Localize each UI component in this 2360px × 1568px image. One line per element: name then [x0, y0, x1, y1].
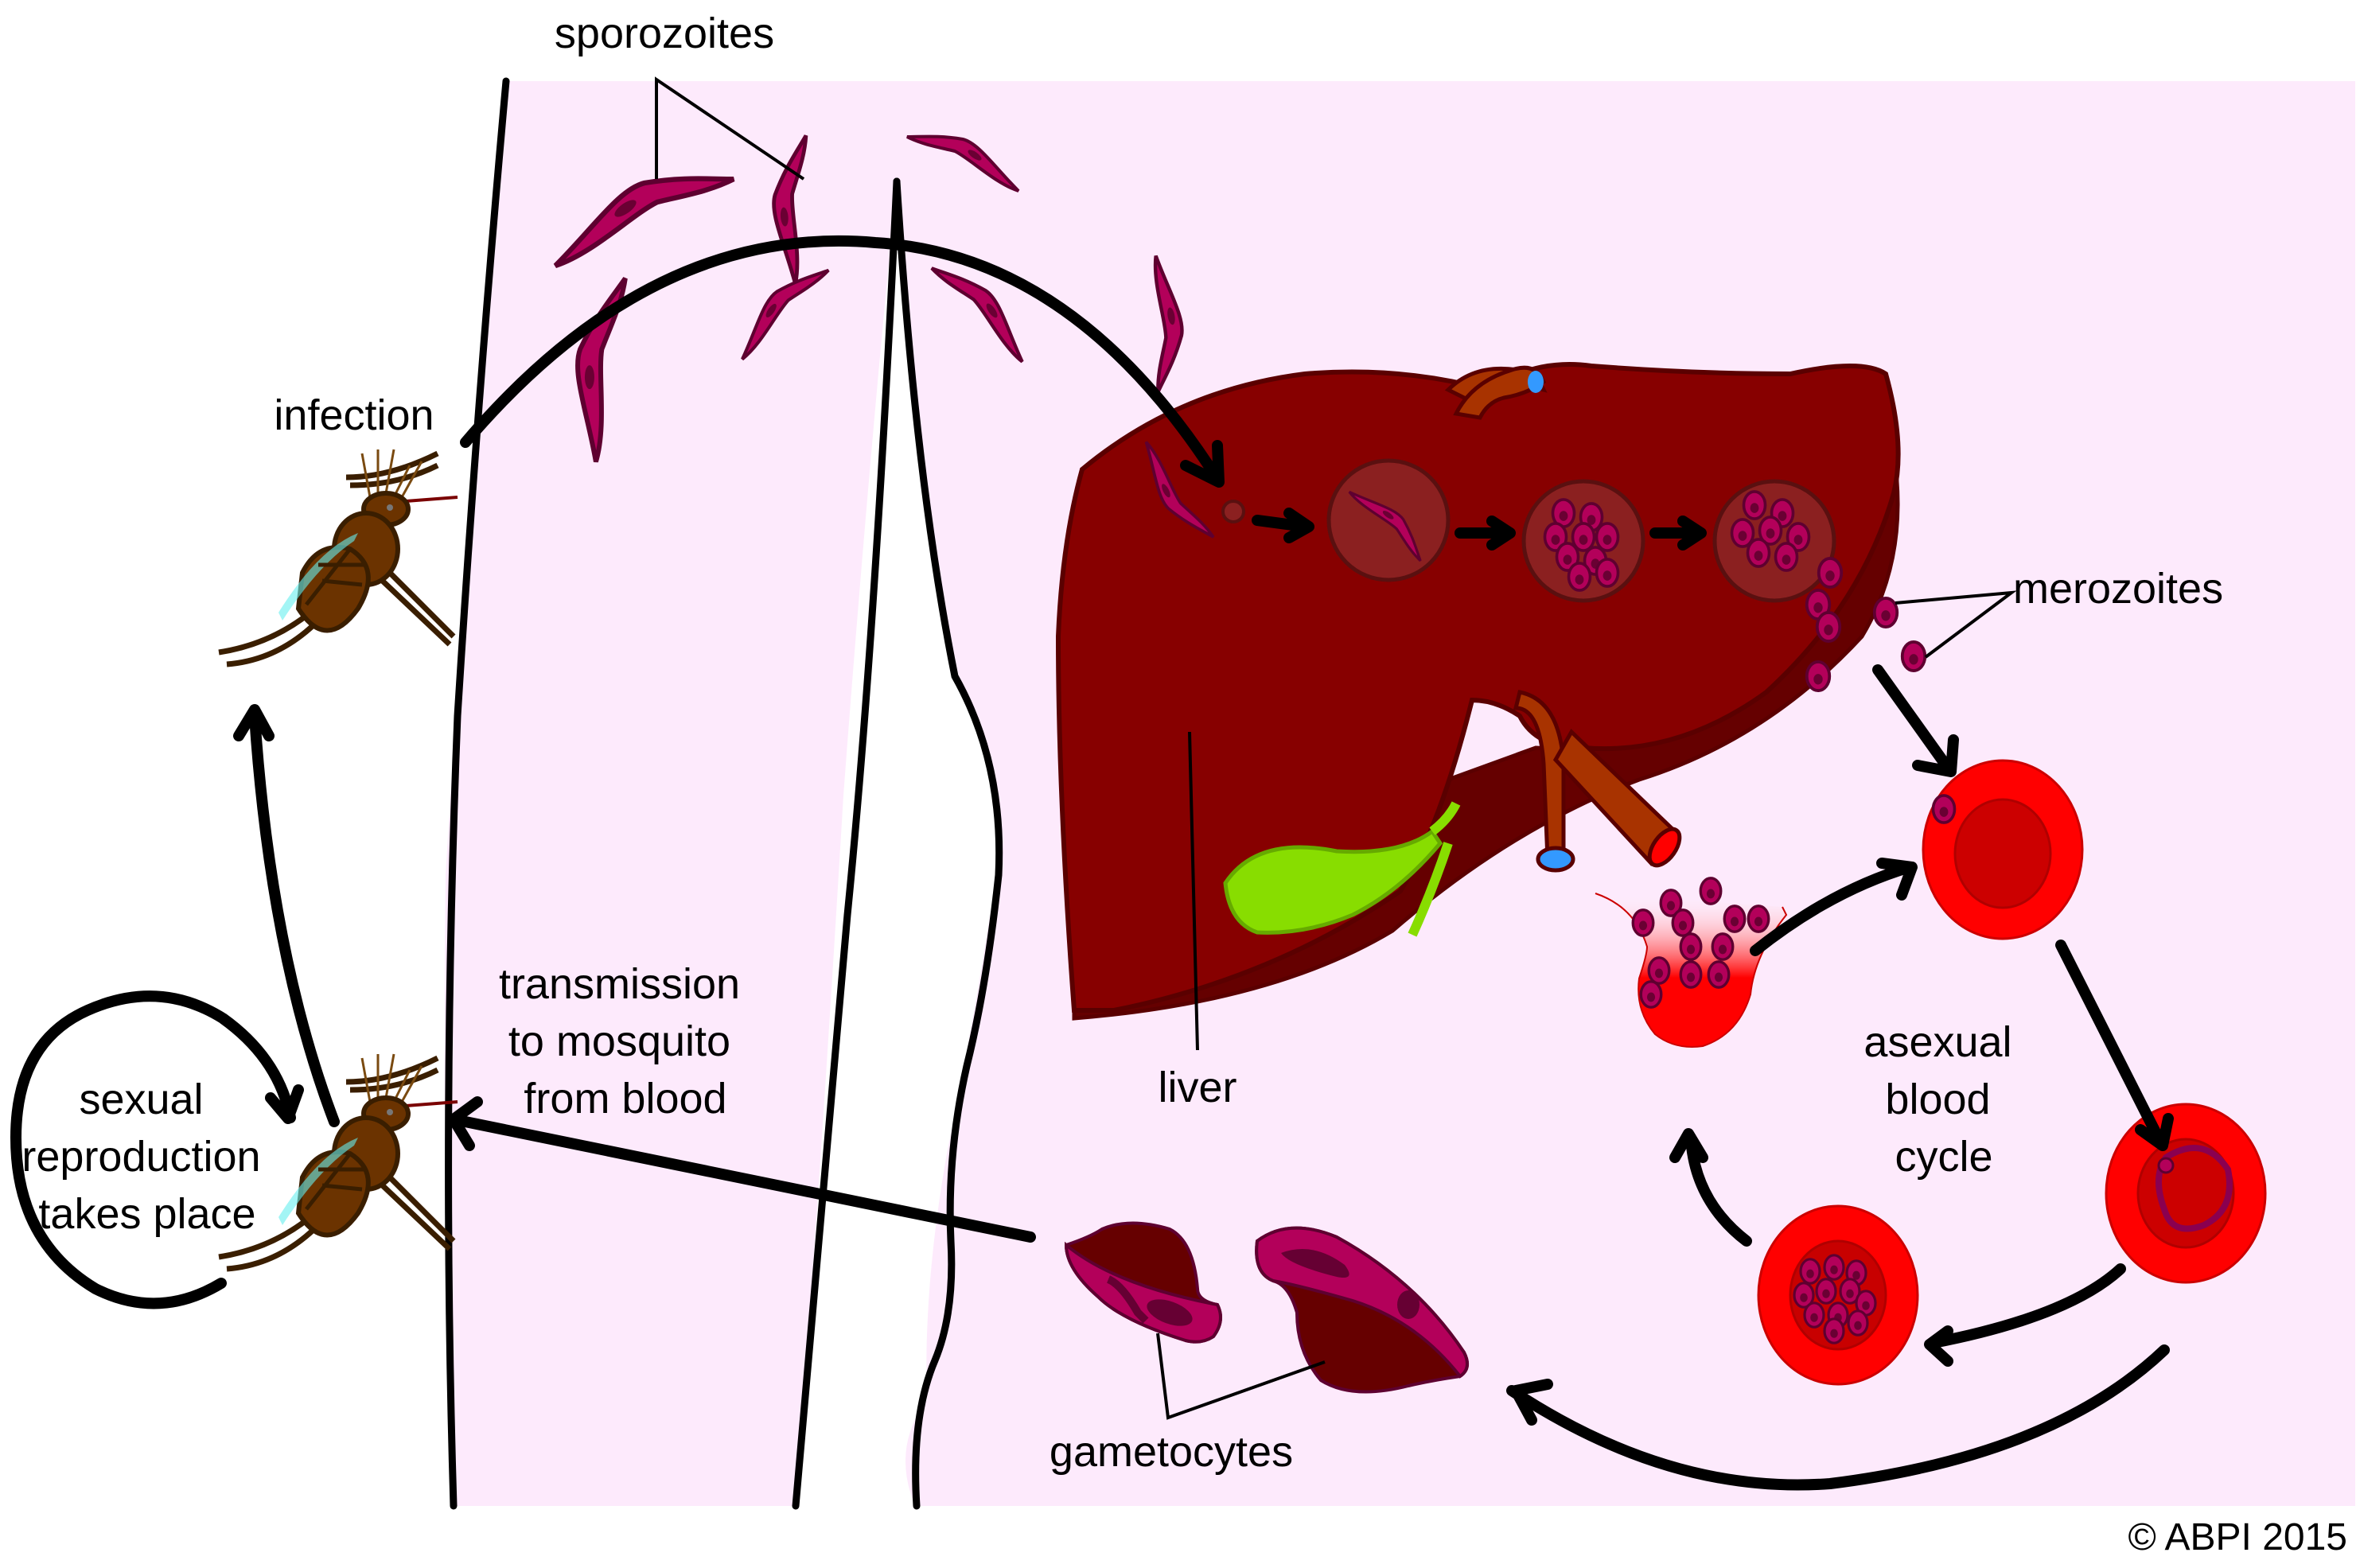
merozoite: [1823, 1317, 1845, 1344]
rbc-trophozoite: [2105, 1103, 2267, 1284]
sexual-line-2: reproduction: [21, 1133, 260, 1181]
rbc-schizont: [1757, 1204, 1919, 1386]
mosquito-transmission: [218, 1053, 458, 1272]
hepatocyte-entry: [1221, 500, 1245, 523]
sporozoites-label: sporozoites: [555, 10, 774, 57]
merozoite: [1747, 905, 1770, 933]
merozoite: [1823, 1254, 1845, 1281]
merozoite: [1900, 640, 1927, 672]
sexual-line-3: takes place: [38, 1190, 255, 1238]
mosquito-infection: [218, 449, 458, 667]
merozoite: [1631, 909, 1655, 937]
rbc-ring-invasion: [1922, 759, 2084, 940]
merozoite: [1679, 932, 1703, 961]
merozoite: [1742, 490, 1767, 520]
merozoite: [1711, 932, 1735, 961]
infection-arrow: [460, 235, 1225, 488]
merozoite: [1815, 611, 1842, 643]
copyright: © ABPI 2015: [2128, 1516, 2347, 1558]
merozoite: [1799, 1258, 1821, 1285]
blood-cycle-arrows: [1506, 858, 2174, 1491]
merozoite: [1671, 909, 1695, 937]
merozoite: [1639, 980, 1663, 1009]
asexual-cycle-line-3: cycle: [1895, 1133, 1992, 1181]
merozoite: [1815, 1278, 1837, 1305]
merozoite: [1707, 960, 1731, 989]
transmission-line-3: from blood: [524, 1075, 726, 1123]
sexual-reproduction-label: sexual reproduction takes place: [21, 1076, 272, 1238]
asexual-cycle-label: asexual blood cycle: [1863, 1018, 2023, 1181]
merozoite: [1803, 1301, 1825, 1329]
leg-gap: [796, 181, 997, 1506]
portal-vein: [1513, 690, 1682, 873]
merozoites-leader: [1895, 590, 2017, 659]
infection-label: infection: [274, 391, 434, 439]
merozoite: [1847, 1309, 1869, 1336]
liver-stage-arrows: [1252, 508, 1707, 551]
gallbladder: [1223, 801, 1461, 937]
leg-outline-inner-left: [792, 177, 901, 1510]
gametocytes-leader: [1156, 1333, 1326, 1420]
gametocytes-label: gametocytes: [1050, 1428, 1293, 1476]
transmission-arrow: [448, 1096, 1036, 1243]
merozoite: [1774, 542, 1799, 572]
mosquito-cycle-arrow: [233, 704, 340, 1127]
gametocyte-large: [1255, 1226, 1469, 1394]
merozoite: [1817, 557, 1844, 589]
merozoite-to-rbc-arrow: [1872, 664, 1959, 777]
merozoite: [1595, 522, 1620, 552]
merozoite: [1805, 660, 1832, 692]
asexual-cycle-line-2: blood: [1885, 1076, 1990, 1123]
merozoite: [1647, 956, 1671, 985]
transmission-label: transmission to mosquito from blood: [499, 960, 752, 1123]
merozoite: [1595, 558, 1620, 588]
liver-label: liver: [1158, 1064, 1236, 1111]
sporozoites-leader: [655, 76, 805, 181]
transmission-line-1: transmission: [499, 960, 740, 1008]
transmission-line-2: to mosquito: [508, 1017, 730, 1065]
liver-leader: [1188, 731, 1199, 1051]
merozoite: [1567, 562, 1592, 592]
body-outline-left: [445, 77, 510, 1510]
merozoite: [1699, 877, 1723, 905]
merozoite: [1723, 905, 1747, 933]
asexual-cycle-line-1: asexual: [1863, 1018, 2011, 1066]
sexual-line-1: sexual: [79, 1076, 203, 1123]
merozoite: [1746, 538, 1771, 568]
sexual-reproduction-loop: [10, 990, 304, 1309]
leg-outline-inner-right: [893, 177, 1003, 1510]
hepatic-vein: [1444, 365, 1548, 420]
liver-stage: [1120, 440, 1836, 603]
merozoites-label: merozoites: [2013, 565, 2223, 613]
merozoite: [1679, 960, 1703, 989]
gametocyte-small: [1064, 1221, 1222, 1344]
rbc-bursting: [1595, 877, 1788, 1048]
merozoite: [1872, 597, 1899, 628]
